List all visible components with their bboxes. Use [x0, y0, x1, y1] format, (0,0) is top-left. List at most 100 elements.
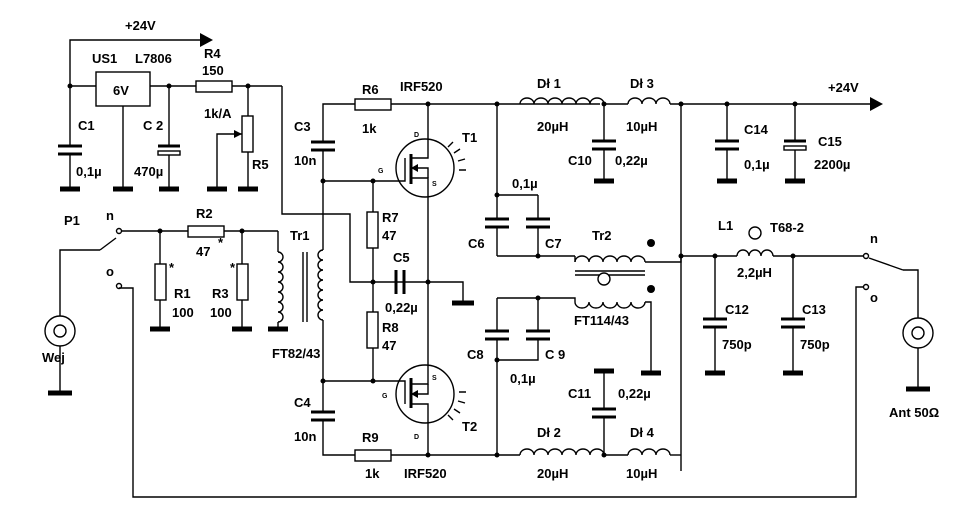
- c7-label: C7: [545, 236, 562, 251]
- r4-value: 150: [202, 63, 224, 78]
- c2-label: C 2: [143, 118, 163, 133]
- resistor-r6: [354, 98, 392, 111]
- l1-value: 2,2µH: [737, 265, 772, 280]
- c15-value: 2200µ: [814, 157, 850, 172]
- c14-label: C14: [744, 122, 769, 137]
- tr1-section: Tr1 C3 10n R6 1k IRF520: [290, 79, 600, 481]
- t1-label: T1: [462, 130, 477, 145]
- output-filter-section: L1 T68-2 2,2µH C12 750p C13 750p n o Ant…: [681, 218, 939, 420]
- c5-label: C5: [393, 250, 410, 265]
- resistor-r9: [354, 449, 392, 462]
- r3-label: R3: [212, 286, 229, 301]
- regulator-output-label: 6V: [113, 83, 129, 98]
- c2-value: 470µ: [134, 164, 163, 179]
- supply-right-label: +24V: [828, 80, 859, 95]
- c6-label: C6: [468, 236, 485, 251]
- dl4-value: 10µH: [626, 466, 657, 481]
- t2-pin-g: G: [382, 393, 388, 400]
- resistor-r1: [154, 263, 167, 301]
- p1-label: P1: [64, 213, 80, 228]
- mosfet-t1: D G S: [378, 104, 466, 200]
- r9-value: 1k: [365, 466, 380, 481]
- switch-o-right: o: [870, 290, 878, 305]
- dl4-label: Dł 4: [630, 425, 655, 440]
- r6-value: 1k: [362, 121, 377, 136]
- r1-star: *: [169, 260, 175, 275]
- r2-star: *: [218, 235, 224, 250]
- t2-pin-s: S: [432, 375, 437, 382]
- r6-label: R6: [362, 82, 379, 97]
- l1-label: L1: [718, 218, 733, 233]
- r8-value: 47: [382, 338, 396, 353]
- t68-label: T68-2: [770, 220, 804, 235]
- output-section: Dł 1 20µH Dł 3 10µH +24V C10 0,22µ C14 0…: [467, 76, 883, 481]
- r3-star: *: [230, 260, 236, 275]
- resistor-r4: [195, 80, 233, 93]
- c3-value: 10n: [294, 153, 316, 168]
- t1-pin-d: D: [414, 132, 419, 139]
- input-section: Wej P1 n o R2 47 * * R1 100 * R3: [42, 206, 866, 498]
- dl3-label: Dł 3: [630, 76, 654, 91]
- ft114-label: FT114/43: [574, 313, 629, 328]
- irf-bottom-label: IRF520: [404, 466, 447, 481]
- c1-value: 0,1µ: [76, 164, 102, 179]
- c14-value: 0,1µ: [744, 157, 770, 172]
- r1-value: 100: [172, 305, 194, 320]
- c3-label: C3: [294, 119, 311, 134]
- irf-top-label: IRF520: [400, 79, 443, 94]
- c5-value: 0,22µ: [385, 300, 418, 315]
- switch-n-left: n: [106, 208, 114, 223]
- dl1-label: Dł 1: [537, 76, 561, 91]
- potentiometer-r5: [241, 115, 254, 153]
- r7-label: R7: [382, 210, 399, 225]
- wej-label: Wej: [42, 350, 65, 365]
- c67-value: 0,1µ: [512, 176, 538, 191]
- l7806-label: L7806: [135, 51, 172, 66]
- c13-label: C13: [802, 302, 826, 317]
- dl2-label: Dł 2: [537, 425, 561, 440]
- t2-pin-d: D: [414, 434, 419, 441]
- tr2-label: Tr2: [592, 228, 612, 243]
- ft82-label: FT82/43: [272, 346, 320, 361]
- r2-label: R2: [196, 206, 213, 221]
- resistor-r8: [366, 311, 379, 349]
- r3-value: 100: [210, 305, 232, 320]
- c4-label: C4: [294, 395, 311, 410]
- regulator-us1: [95, 71, 151, 107]
- r5-type-label: 1k/A: [204, 106, 232, 121]
- c10-value: 0,22µ: [615, 153, 648, 168]
- switch-o-left: o: [106, 264, 114, 279]
- us1-label: US1: [92, 51, 117, 66]
- mosfet-t2: D G S: [382, 350, 466, 455]
- c10-label: C10: [568, 153, 592, 168]
- c8-label: C8: [467, 347, 484, 362]
- c4-value: 10n: [294, 429, 316, 444]
- c15-label: C15: [818, 134, 842, 149]
- resistor-r7: [366, 211, 379, 249]
- r9-label: R9: [362, 430, 379, 445]
- c11-value: 0,22µ: [618, 386, 651, 401]
- c1-label: C1: [78, 118, 95, 133]
- r4-label: R4: [204, 46, 221, 61]
- r2-value: 47: [196, 244, 210, 259]
- c11-label: C11: [568, 386, 591, 401]
- t2-label: T2: [462, 419, 477, 434]
- r7-value: 47: [382, 228, 396, 243]
- r8-label: R8: [382, 320, 399, 335]
- c89-value: 0,1µ: [510, 371, 536, 386]
- r5-label: R5: [252, 157, 269, 172]
- dl2-value: 20µH: [537, 466, 568, 481]
- dl1-value: 20µH: [537, 119, 568, 134]
- switch-n-right: n: [870, 231, 878, 246]
- c9-label: C 9: [545, 347, 565, 362]
- supply-top-label: +24V: [125, 18, 156, 33]
- tr1-label: Tr1: [290, 228, 310, 243]
- c12-value: 750p: [722, 337, 752, 352]
- t1-pin-s: S: [432, 181, 437, 188]
- c13-value: 750p: [800, 337, 830, 352]
- ant-label: Ant 50Ω: [889, 405, 939, 420]
- t1-pin-g: G: [378, 168, 384, 175]
- r1-label: R1: [174, 286, 191, 301]
- c12-label: C12: [725, 302, 749, 317]
